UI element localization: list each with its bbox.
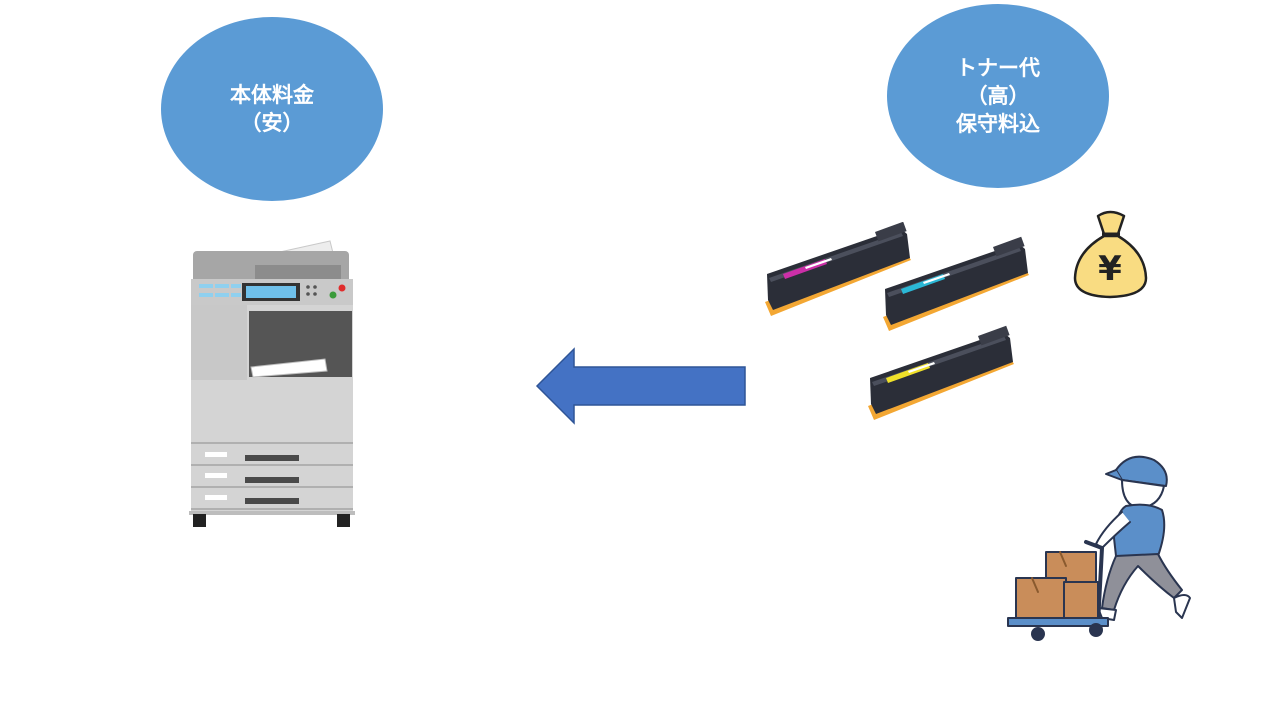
toner-cartridge-cyan (883, 236, 1029, 331)
delivery-worker-illustration (1007, 455, 1191, 641)
left-arrow-icon (535, 347, 746, 425)
toner-cartridge-yellow (868, 325, 1014, 420)
toner-cartridge-illustration (765, 222, 1029, 420)
yen-symbol: ¥ (1098, 249, 1122, 289)
body-price-note: （安） (240, 111, 304, 135)
money-bag-icon: ¥ (1073, 210, 1148, 299)
toner-cartridge-magenta (765, 222, 911, 316)
toner-cost-bubble: トナー代 （高） 保守料込 (887, 4, 1109, 188)
body-price-label: 本体料金 (230, 83, 314, 107)
maintenance-included-label: 保守料込 (956, 112, 1040, 136)
body-price-bubble: 本体料金 （安） (161, 17, 383, 201)
toner-cost-label: トナー代 (956, 56, 1040, 80)
copier-illustration (189, 240, 355, 527)
toner-cost-note: （高） (966, 84, 1030, 108)
